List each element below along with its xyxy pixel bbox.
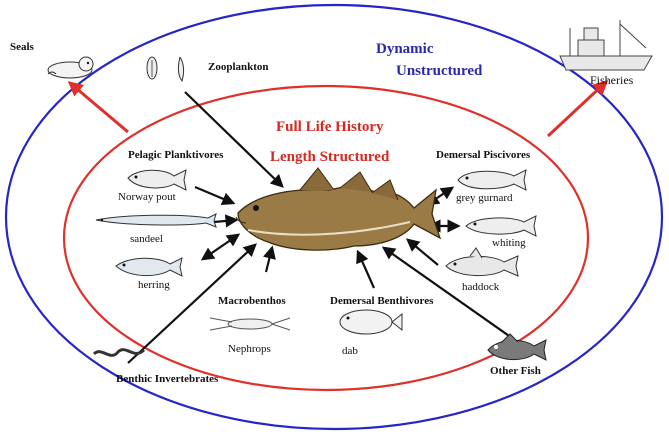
label-grey-gurnard: grey gurnard [456,193,513,204]
label-macrobenthos: Macrobenthos [218,296,286,307]
nephrops-icon [210,318,290,330]
arrow-to-fisheries [548,82,606,136]
haddock-icon [446,248,518,276]
label-nephrops: Nephrops [228,344,271,355]
inner-title-line1: Full Life History [276,120,384,135]
grey-gurnard-icon [458,170,526,190]
outer-title-line2: Unstructured [396,64,482,79]
whiting-icon [466,216,536,236]
label-other-fish: Other Fish [490,366,541,377]
seal-icon [48,57,93,78]
fishing-vessel-icon [560,20,652,70]
dab-icon [340,310,402,334]
arrow-sandeel [214,220,236,222]
label-pelagic-planktivores: Pelagic Planktivores [128,150,223,161]
arrow-dab [358,252,374,288]
label-benthic-invertebrates: Benthic Invertebrates [116,374,218,385]
sandeel-icon [96,214,216,227]
inner-title-line2: Length Structured [270,150,389,165]
label-norway-pout: Norway pout [118,192,176,203]
benthic-worm-icon [94,350,144,356]
label-whiting: whiting [492,238,526,249]
label-demersal-piscivores: Demersal Piscivores [436,150,530,161]
arrow-haddock [408,240,438,265]
herring-icon [116,258,182,276]
outer-title-line1: Dynamic [376,42,434,57]
arrow-macrobenthos [266,248,272,272]
arrow-zooplankton [185,92,282,186]
label-herring: herring [138,280,170,291]
label-haddock: haddock [462,282,499,293]
label-zooplankton: Zooplankton [208,62,269,73]
label-sandeel: sandeel [130,234,163,245]
label-seals: Seals [10,42,34,53]
label-fisheries: Fisheries [590,74,633,86]
arrow-herring [203,235,238,259]
norway-pout-icon [128,170,186,190]
other-fish-icon [488,334,546,360]
arrow-to-seals [70,83,128,132]
arrow-norway-pout [195,187,233,203]
label-dab: dab [342,346,358,357]
zooplankton-icon [147,57,184,81]
cod-icon [236,168,440,250]
label-demersal-benthivores: Demersal Benthivores [330,296,433,307]
